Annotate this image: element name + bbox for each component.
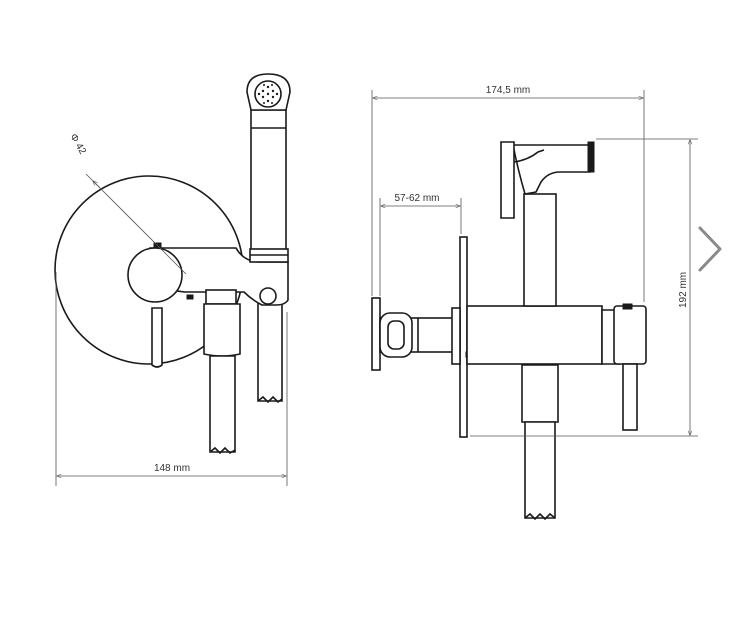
next-image-button[interactable] (690, 222, 730, 276)
front-view: Φ 42 148 mm (54, 73, 291, 486)
width-front-dimension: 148 mm (55, 272, 288, 486)
front-hand-shower (246, 73, 291, 251)
height-dimension: 192 mm (470, 138, 698, 437)
side-valve (371, 297, 473, 371)
front-holder (149, 242, 289, 306)
depth-dimension: 57-62 mm (379, 193, 462, 296)
side-wall-plate (459, 236, 468, 438)
side-view: 174,5 mm 57-62 mm 192 mm (371, 85, 698, 521)
front-hose-right (257, 299, 283, 402)
front-connector (203, 289, 241, 455)
side-hose (521, 364, 559, 521)
diameter-label: Φ 42 (67, 132, 88, 157)
side-body (466, 303, 647, 431)
width-side-label: 174,5 mm (486, 85, 530, 96)
height-label: 192 mm (678, 272, 689, 308)
width-side-dimension: 174,5 mm (371, 85, 645, 302)
front-lever (151, 307, 163, 368)
side-hand-shower (500, 141, 595, 307)
depth-label: 57-62 mm (394, 193, 439, 204)
front-knob (127, 247, 183, 303)
shower-nozzle-dots (257, 84, 279, 104)
chevron-right-icon (698, 226, 722, 272)
width-front-label: 148 mm (154, 463, 190, 474)
